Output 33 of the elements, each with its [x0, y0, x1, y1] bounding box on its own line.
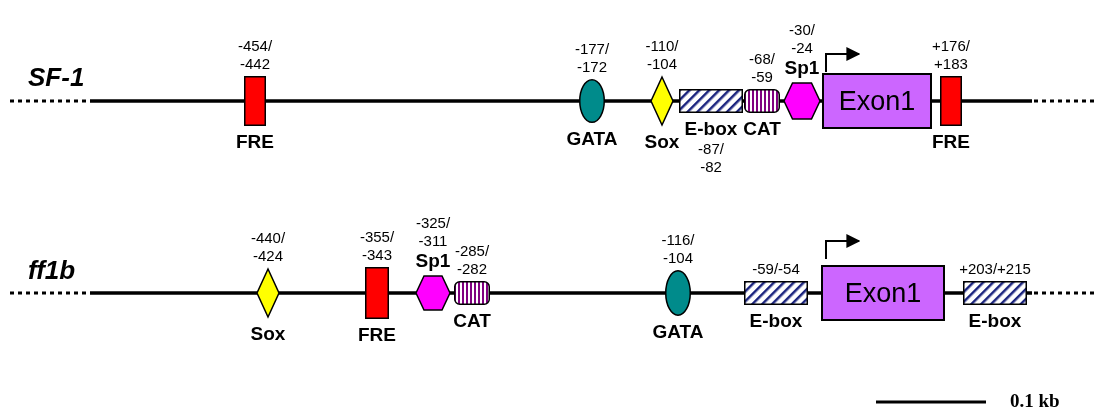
position-label: -325/ -311 [415, 214, 451, 250]
position-label: -454/ -442 [237, 37, 273, 73]
element-label: Sp1 [784, 57, 820, 79]
element-label: FRE [358, 324, 396, 346]
element-label: E-box [749, 310, 803, 332]
element-label: Sox [644, 131, 680, 153]
element-label: FRE [236, 131, 274, 153]
position-label: -177/ -172 [574, 40, 610, 76]
position-label: -68/ -59 [749, 50, 775, 86]
gene-name: ff1b [28, 255, 76, 286]
position-label: -440/ -424 [250, 229, 286, 265]
element-label: FRE [932, 131, 970, 153]
element-label: E-box [684, 118, 738, 140]
position-label: -30/ -24 [789, 21, 815, 57]
exon-box: Exon1 [822, 73, 932, 129]
position-label: -110/ -104 [645, 37, 679, 73]
element-label: E-box [968, 310, 1022, 332]
position-label: -355/ -343 [359, 228, 395, 264]
element-label: CAT [743, 118, 781, 140]
element-label: CAT [453, 310, 491, 332]
exon-box: Exon1 [821, 265, 945, 321]
position-label: +176/ +183 [932, 37, 970, 73]
position-label: -87/ -82 [698, 140, 724, 176]
position-label: -59/-54 [752, 260, 800, 278]
element-label: GATA [652, 321, 704, 343]
element-label: Sox [250, 323, 286, 345]
position-label: -116/ -104 [661, 231, 695, 267]
gene-name: SF-1 [28, 62, 85, 93]
position-label: -285/ -282 [454, 242, 490, 278]
element-label: GATA [566, 128, 618, 150]
scale-label: 0.1 kb [1010, 390, 1060, 412]
position-label: +203/+215 [959, 260, 1031, 278]
element-label: Sp1 [415, 250, 451, 272]
